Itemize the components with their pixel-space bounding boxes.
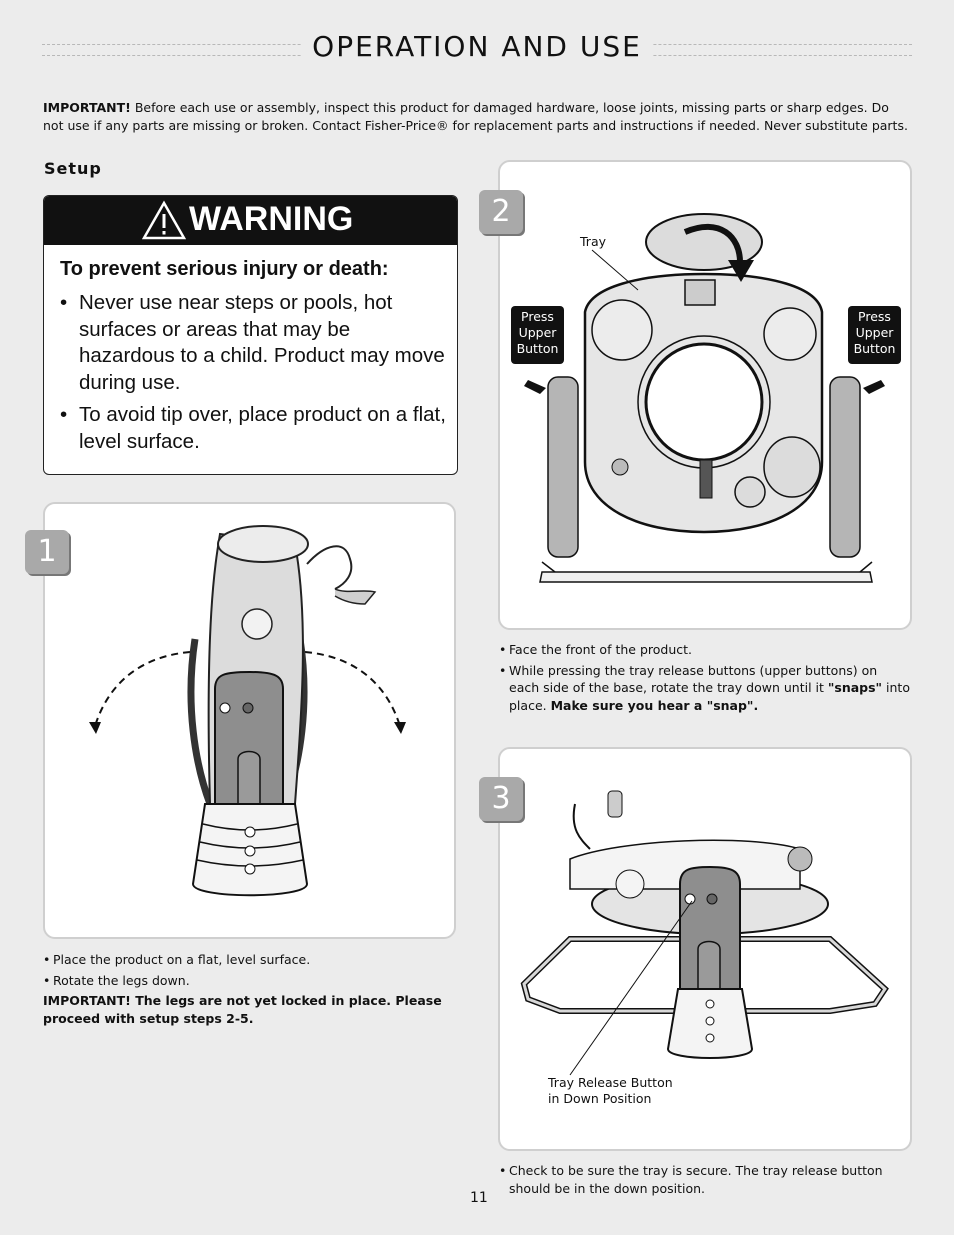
step3-caption: Check to be sure the tray is secure. The… <box>499 1162 911 1197</box>
step2-number-badge: 2 <box>479 190 523 234</box>
step2-illustration <box>524 213 885 583</box>
step1-panel: 1 <box>25 502 456 939</box>
step1-bullet-2: Rotate the legs down. <box>43 972 456 990</box>
page-title: OPERATION AND USE <box>0 30 954 63</box>
step3-panel: 3 Tray Release Button in Down Position <box>479 747 912 1151</box>
warning-triangle-icon <box>142 200 186 240</box>
step1-number-badge: 1 <box>25 530 69 574</box>
step1-bullet-1: Place the product on a flat, level surfa… <box>43 951 456 969</box>
step2-bullet-2-mid: into place. <box>509 680 910 713</box>
step2-panel: 2 Tray Press Upper Button Press Upper Bu… <box>479 160 912 630</box>
step3-bullet: Check to be sure the tray is secure. The… <box>499 1162 911 1197</box>
section-title: Setup <box>44 159 102 178</box>
tray-release-button-label: Tray Release Button in Down Position <box>548 1075 673 1107</box>
step2-bullet-2-text: While pressing the tray release buttons … <box>509 662 878 696</box>
press-upper-button-left-label: Press Upper Button <box>511 306 564 364</box>
step2-bullet-2: While pressing the tray release buttons … <box>499 662 911 715</box>
tray-label: Tray <box>580 234 606 249</box>
step1-note: IMPORTANT! The legs are not yet locked i… <box>43 993 442 1026</box>
step2-snap-emphasis: Make sure you hear a "snap". <box>550 697 759 713</box>
step2-snaps-emphasis: "snaps" <box>827 680 883 695</box>
tray-release-label-line2: in Down Position <box>548 1091 652 1106</box>
step2-bullet-1: Face the front of the product. <box>499 641 911 659</box>
warning-header: WARNING <box>44 196 457 245</box>
tray-release-label-line1: Tray Release Button <box>548 1075 673 1090</box>
important-notice: IMPORTANT! Before each use or assembly, … <box>43 99 913 134</box>
page-number: 11 <box>470 1190 488 1206</box>
step2-caption: Face the front of the product. While pre… <box>499 641 911 714</box>
step3-illustration <box>520 790 889 1076</box>
important-lead: IMPORTANT! <box>43 100 131 115</box>
step3-number-badge: 3 <box>479 777 523 821</box>
warning-title: WARNING <box>189 200 354 238</box>
press-upper-button-right-label: Press Upper Button <box>848 306 901 364</box>
warning-bullet-2: To avoid tip over, place product on a fl… <box>60 402 451 455</box>
step1-caption: Place the product on a flat, level surfa… <box>43 951 456 1027</box>
important-text: Before each use or assembly, inspect thi… <box>43 100 908 133</box>
step1-illustration <box>89 525 406 897</box>
warning-box: WARNING To prevent serious injury or dea… <box>43 195 458 475</box>
page-title-text: OPERATION AND USE <box>302 30 652 63</box>
warning-subtitle: To prevent serious injury or death: <box>60 258 389 280</box>
warning-bullet-1: Never use near steps or pools, hot surfa… <box>60 290 451 396</box>
